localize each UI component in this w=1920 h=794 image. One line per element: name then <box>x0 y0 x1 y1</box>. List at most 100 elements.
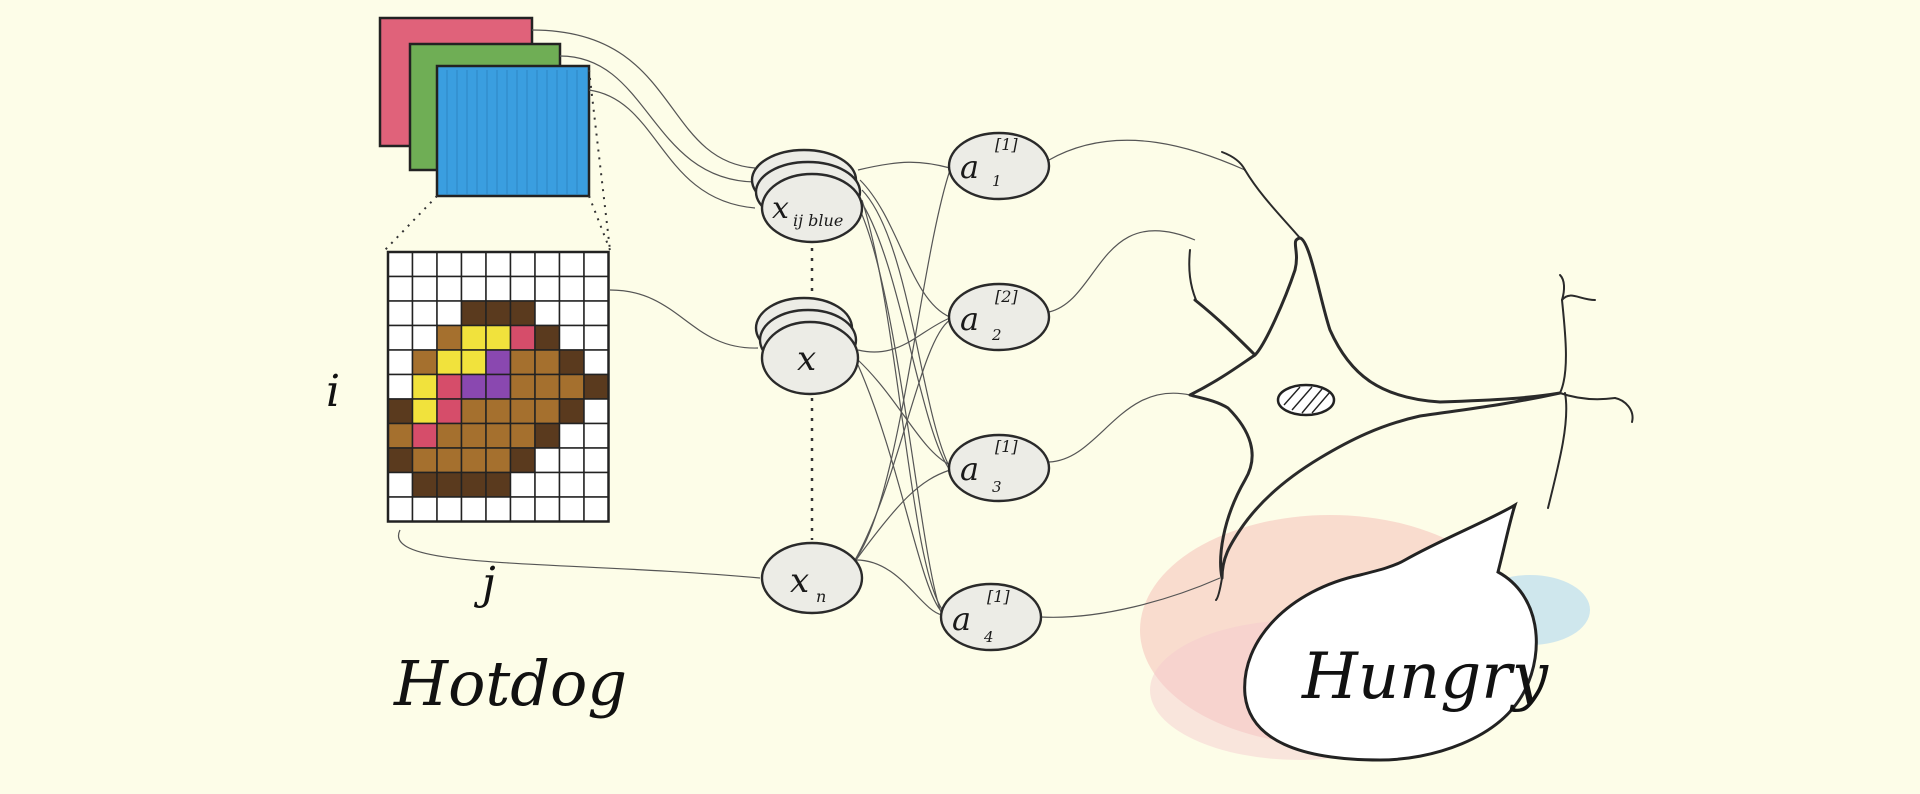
input-node-2-main: x <box>797 339 816 379</box>
input-node-1: x ij blue <box>750 148 864 244</box>
hidden-node-1: a [1] 1 <box>947 131 1051 201</box>
connection-wire <box>855 559 943 616</box>
pixel-cell <box>509 300 536 327</box>
hidden-node-1-sup: [1] <box>995 135 1018 154</box>
pixel-cell <box>485 422 512 449</box>
pixel-cell <box>534 471 561 498</box>
hidden-node-3: a [1] 3 <box>947 433 1051 503</box>
pixel-cell <box>485 496 512 523</box>
pixel-cell <box>460 471 487 498</box>
pixel-cell <box>436 324 463 351</box>
pixel-cell <box>534 447 561 474</box>
pixel-cell <box>460 275 487 302</box>
connection-wires <box>397 29 1246 618</box>
pixel-cell <box>411 251 438 278</box>
pixel-cell <box>534 496 561 523</box>
pixel-cell <box>485 251 512 278</box>
pixel-cell <box>583 373 610 400</box>
hidden-node-2-sup: [2] <box>995 287 1018 306</box>
hidden-node-3-main: a <box>960 450 979 488</box>
pixel-cell <box>460 251 487 278</box>
pixel-cell <box>583 300 610 327</box>
pixel-cell <box>387 275 414 302</box>
hidden-node-4-sup: [1] <box>987 587 1010 606</box>
pixel-cell <box>558 471 585 498</box>
neuron-nucleus <box>1276 383 1336 417</box>
pixel-cell <box>387 471 414 498</box>
connection-wire <box>1040 577 1221 618</box>
pixel-cell <box>436 447 463 474</box>
connection-wire <box>531 29 756 169</box>
pixel-cell <box>387 398 414 425</box>
pixel-cell <box>558 398 585 425</box>
pixel-cell <box>583 471 610 498</box>
connection-wire <box>855 469 951 561</box>
hidden-node-4-sub: 4 <box>983 628 994 646</box>
hidden-node-2: a [2] 2 <box>947 282 1051 352</box>
pixel-cell <box>460 422 487 449</box>
input-node-n-main: x <box>790 561 809 601</box>
pixel-cell <box>509 471 536 498</box>
pixel-cell <box>387 422 414 449</box>
biological-neuron <box>1188 151 1634 601</box>
connection-wire <box>559 55 756 183</box>
pixel-cell <box>485 300 512 327</box>
pixel-cell <box>583 275 610 302</box>
rgb-channel-stack <box>378 16 591 198</box>
connection-wire <box>859 209 943 616</box>
pixel-cell <box>387 447 414 474</box>
pixel-cell <box>509 275 536 302</box>
pixel-cell <box>411 373 438 400</box>
image-caption: Hotdog <box>393 647 627 720</box>
pixel-grid-frame <box>386 250 610 523</box>
pixel-cell <box>534 349 561 376</box>
connection-wire <box>1048 139 1246 171</box>
pixel-cell <box>436 349 463 376</box>
pixel-cell <box>558 349 585 376</box>
axis-label-j: j <box>473 558 496 609</box>
pixel-cell <box>387 251 414 278</box>
pixel-cell <box>583 349 610 376</box>
pixel-cell <box>558 300 585 327</box>
pixel-cell <box>558 496 585 523</box>
connection-wire <box>857 317 951 353</box>
pixel-cell <box>460 373 487 400</box>
pixel-cell <box>583 398 610 425</box>
connection-wire <box>1048 392 1191 463</box>
pixel-cell <box>436 300 463 327</box>
blue-channel <box>435 64 591 198</box>
speech-text: Hungry <box>1301 640 1549 714</box>
pixel-cell <box>460 349 487 376</box>
connection-wire <box>861 199 945 613</box>
pixel-cell <box>436 422 463 449</box>
pixel-cell <box>436 398 463 425</box>
pixel-cell <box>583 251 610 278</box>
blue-channel-texture <box>446 70 578 194</box>
speech-bubble: Hungry <box>1243 501 1549 762</box>
pixel-cell <box>460 496 487 523</box>
pixel-cell <box>411 324 438 351</box>
pixel-cell <box>534 300 561 327</box>
pixel-cell <box>485 373 512 400</box>
connection-wire <box>859 179 951 318</box>
pixel-cell <box>509 251 536 278</box>
pixel-cell <box>509 373 536 400</box>
pixel-cell <box>485 398 512 425</box>
pixel-cell <box>534 373 561 400</box>
connection-wire <box>854 169 951 561</box>
pixel-cell <box>583 496 610 523</box>
pixel-cell <box>460 447 487 474</box>
pixel-cell <box>509 496 536 523</box>
input-node-1-main: x <box>772 191 789 226</box>
connection-wire <box>861 189 951 469</box>
pixel-cell <box>558 324 585 351</box>
pixel-cell <box>460 300 487 327</box>
pixel-cell <box>558 422 585 449</box>
pixel-cell <box>387 300 414 327</box>
pixel-cell <box>411 496 438 523</box>
connection-wire <box>397 529 761 579</box>
pixel-cell <box>558 251 585 278</box>
pixel-cell <box>485 349 512 376</box>
pixel-cell <box>460 324 487 351</box>
